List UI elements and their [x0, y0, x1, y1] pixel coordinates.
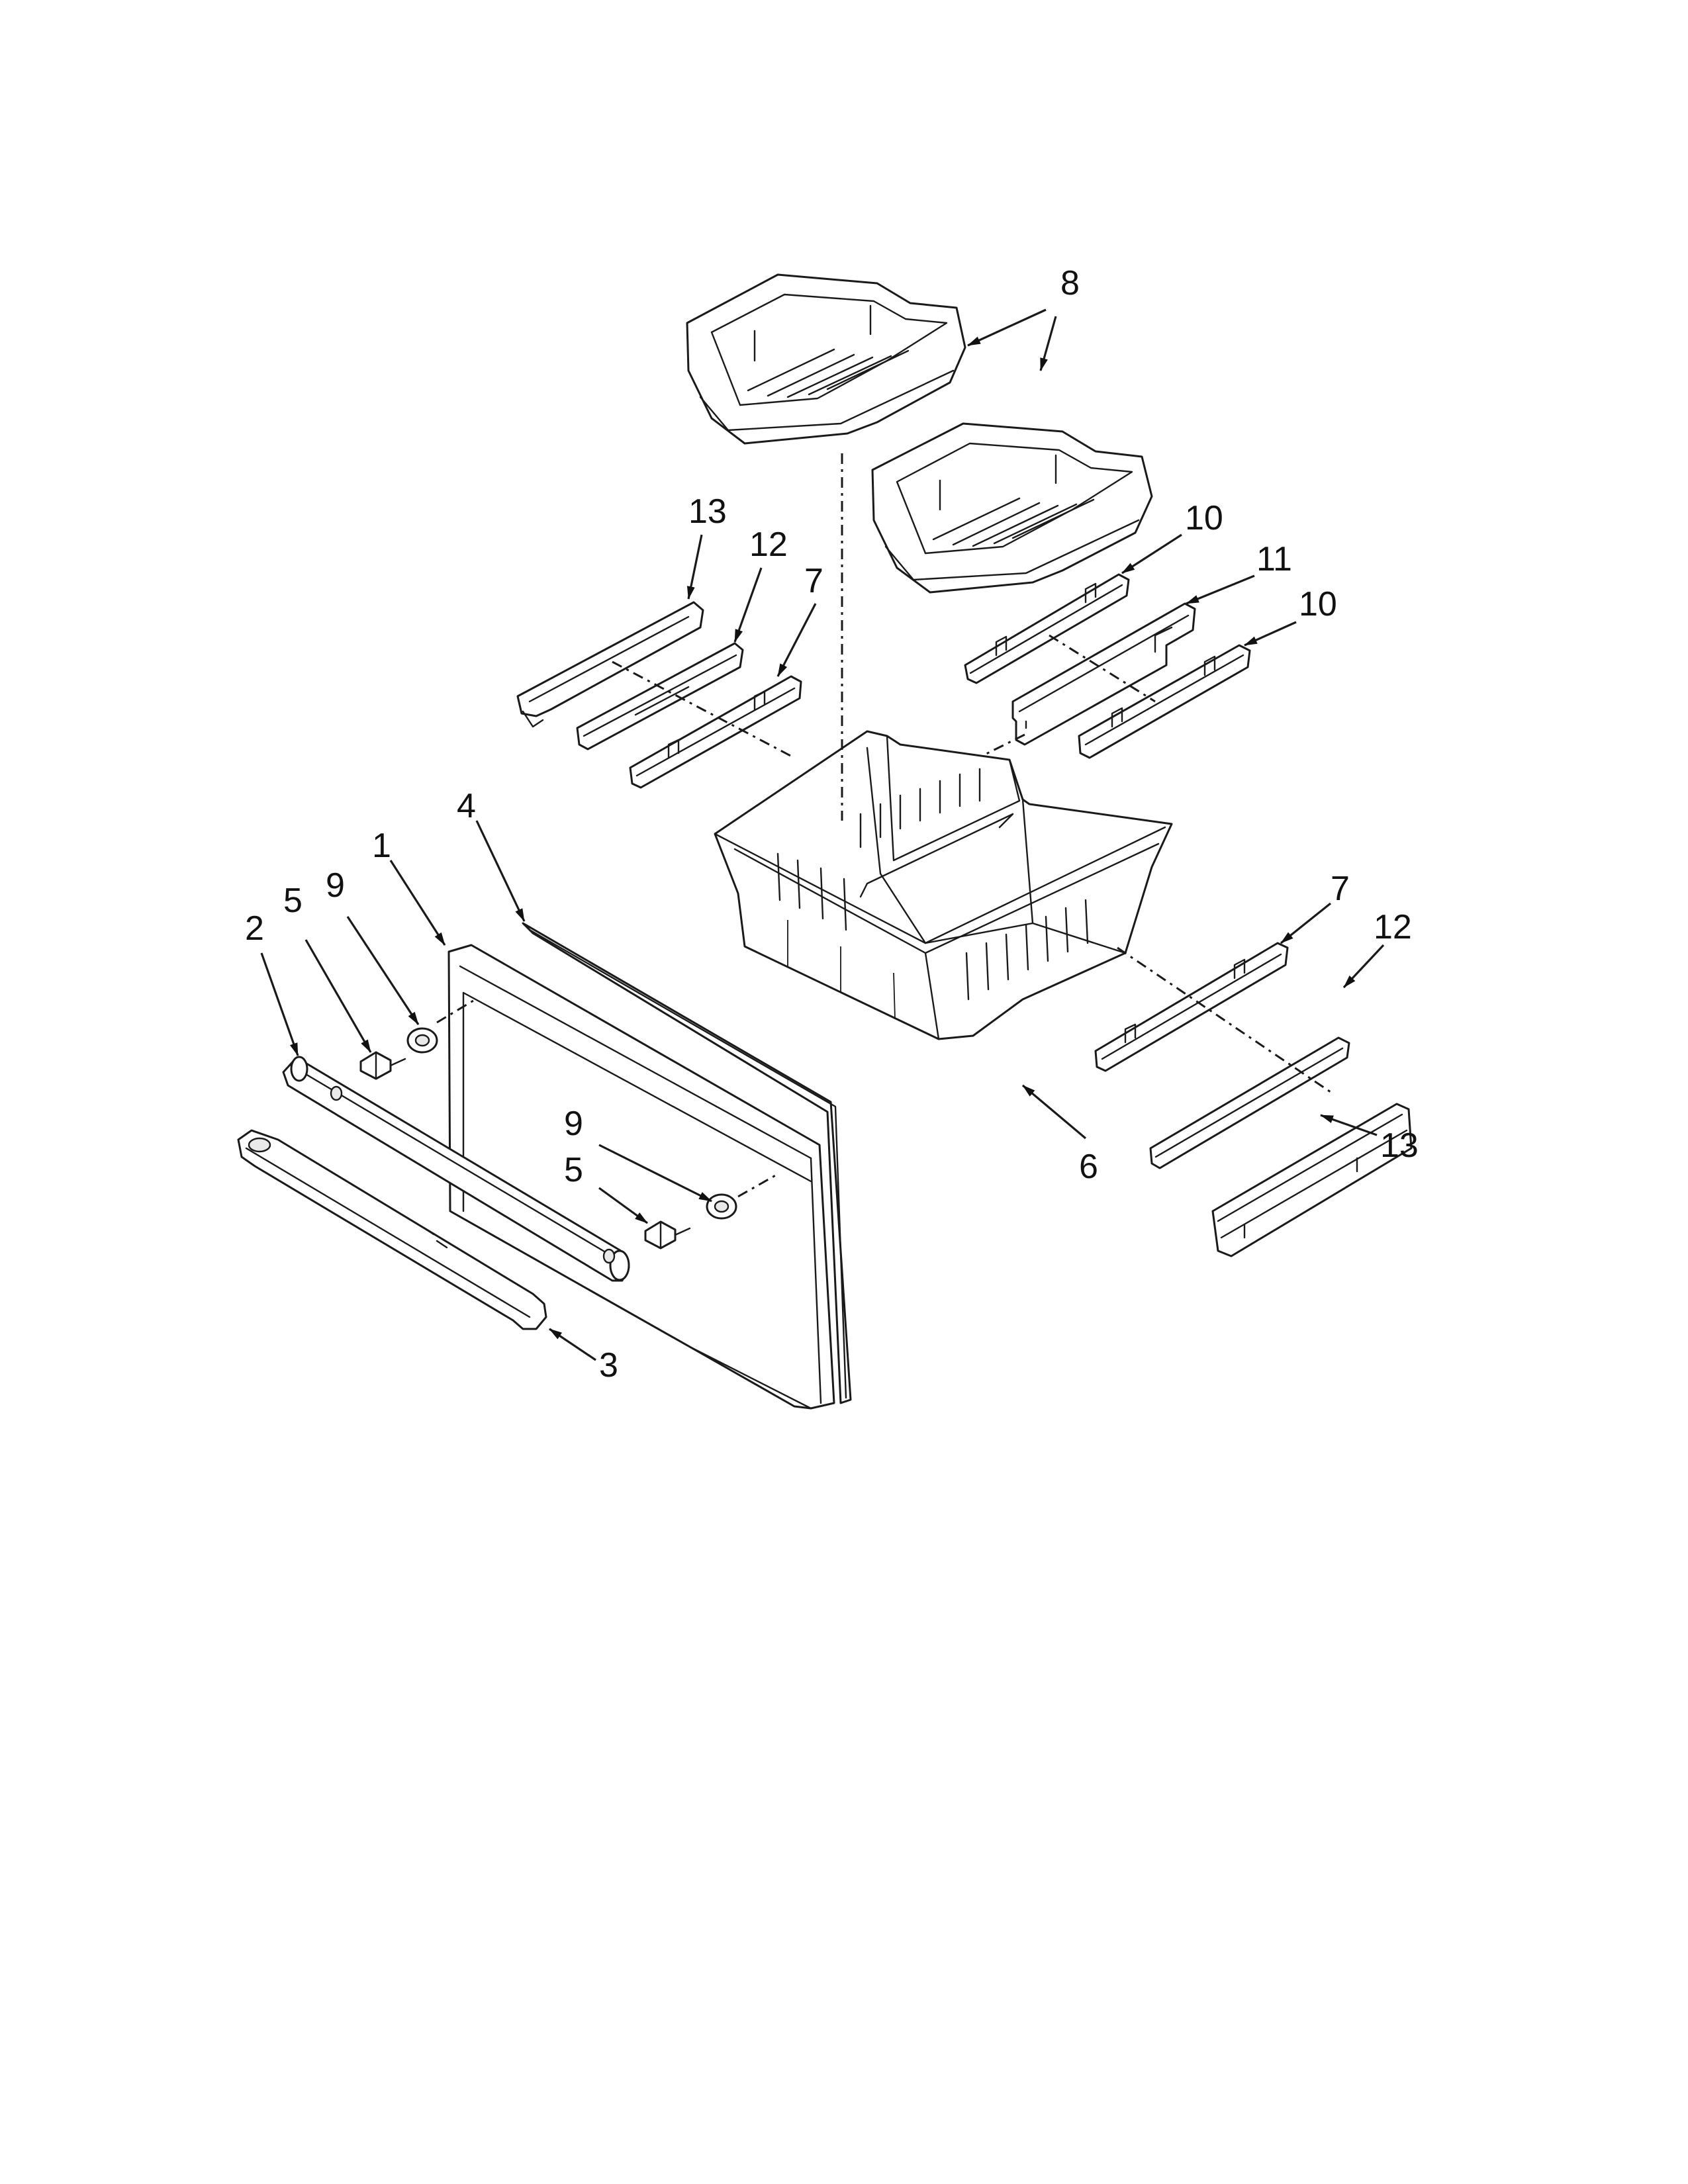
callout-8: 8 [1060, 264, 1080, 302]
handle-screw-lower [644, 1220, 691, 1250]
callout-labels: 8 13 12 7 10 11 10 4 1 9 5 2 7 12 9 5 6 … [245, 264, 1419, 1385]
callout-13: 13 [688, 492, 727, 531]
alignment-lines [436, 453, 1331, 1198]
slide-rail-bracket-right [1094, 942, 1289, 1072]
rail-cover-right [1211, 1103, 1413, 1257]
door-handle [282, 1056, 630, 1282]
callout-9: 9 [564, 1105, 583, 1143]
callout-7: 7 [804, 562, 823, 600]
spacer-upper [406, 1027, 438, 1054]
callout-10: 10 [1299, 585, 1337, 623]
spacer-lower [706, 1193, 737, 1220]
slide-rail-left [576, 642, 744, 751]
callout-5: 5 [283, 882, 303, 920]
callout-3: 3 [599, 1346, 618, 1385]
handle-screw-upper [359, 1051, 406, 1080]
callout-13: 13 [1380, 1126, 1419, 1165]
leader-arrows [260, 308, 1385, 1361]
slide-rail-upper-right [964, 573, 1130, 684]
rail-cover-left [516, 601, 704, 728]
callout-9: 9 [326, 866, 345, 905]
slide-rail-bracket-left [629, 675, 802, 789]
upper-basket-left [686, 273, 966, 445]
slide-rail-lower-right [1078, 644, 1251, 759]
door-panel [447, 944, 835, 1410]
callout-12: 12 [749, 525, 788, 564]
callout-10: 10 [1185, 499, 1223, 537]
callout-5: 5 [564, 1151, 583, 1189]
freezer-basket [714, 730, 1173, 1040]
callout-12: 12 [1374, 908, 1412, 946]
callout-6: 6 [1079, 1148, 1098, 1186]
callout-4: 4 [457, 787, 476, 825]
callout-11: 11 [1256, 540, 1292, 578]
callout-7: 7 [1331, 870, 1350, 908]
callout-1: 1 [372, 827, 391, 865]
upper-basket-right [871, 422, 1153, 594]
center-rail-right [1011, 602, 1196, 746]
callout-2: 2 [245, 909, 264, 948]
drawer-handle [237, 1129, 547, 1330]
